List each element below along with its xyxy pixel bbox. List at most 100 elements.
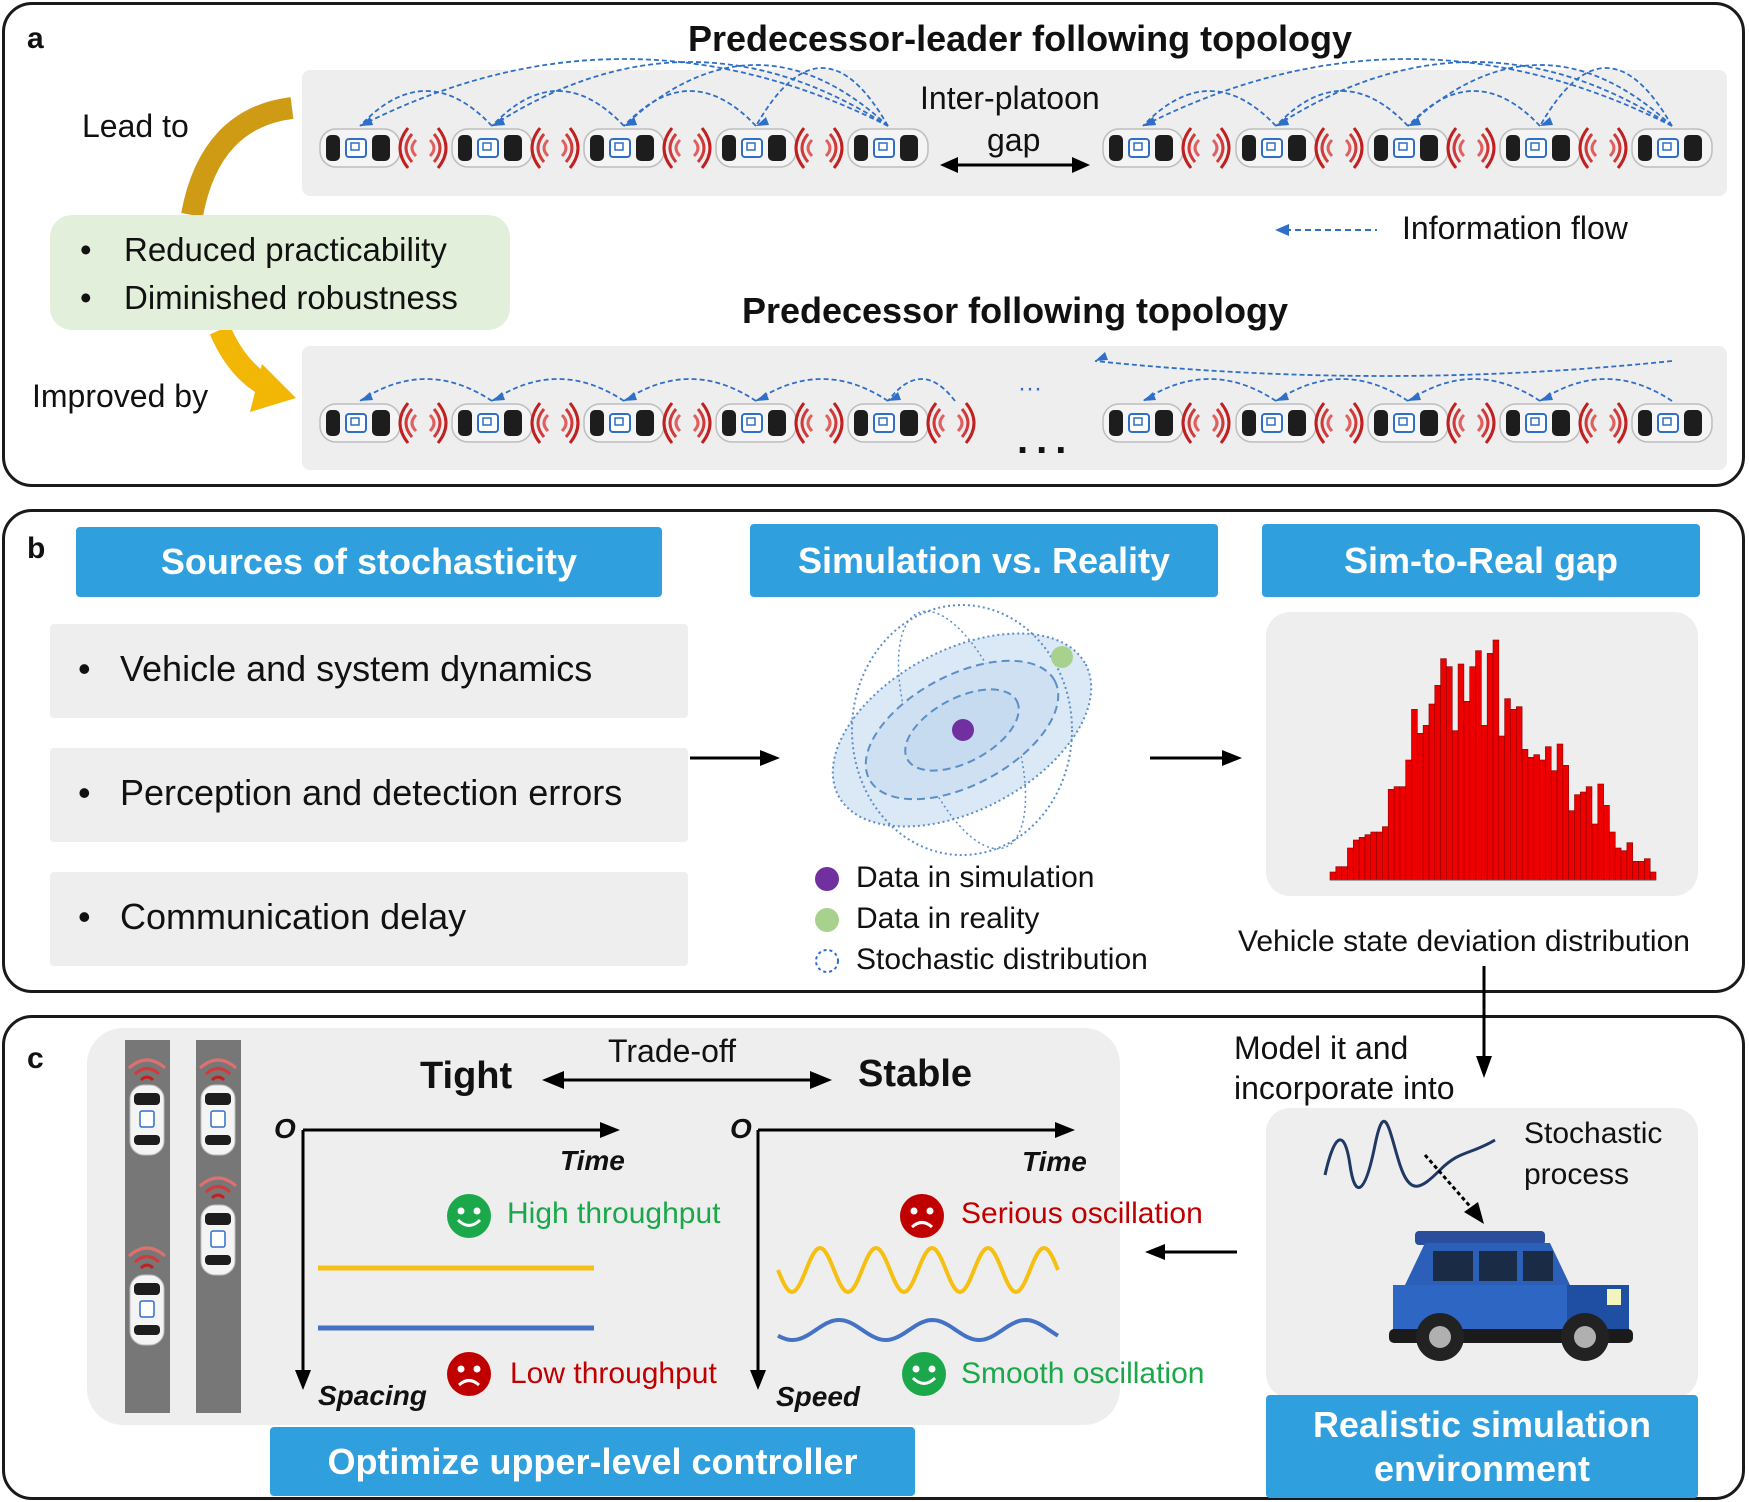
issue-1: •Reduced practicability	[80, 231, 447, 268]
panel-b-label: b	[27, 532, 46, 565]
pf-flow-1-1	[1275, 378, 1409, 402]
histogram-bar-24	[1469, 666, 1476, 881]
bottom-topology-title: Predecessor following topology	[741, 290, 1289, 331]
platoon-car-3-4	[1631, 403, 1713, 443]
histogram-bar-20	[1446, 666, 1453, 881]
source-item-1: •Vehicle and system dynamics	[50, 624, 688, 718]
platoon-car-1-4	[1631, 128, 1713, 168]
high-throughput-label: High throughput	[507, 1197, 721, 1230]
information-flow-legend: Information flow	[1402, 210, 1628, 246]
v2v-signal-3-0	[1181, 402, 1231, 444]
model-it-line1: Model it and	[1234, 1030, 1409, 1066]
legend-distribution: Stochastic distribution	[856, 943, 1148, 976]
spacing-lines	[318, 1265, 594, 1331]
platoon-car-0-2	[583, 128, 665, 168]
platoon-car-0-0	[319, 128, 401, 168]
platoon-car-0-1	[451, 128, 533, 168]
v2v-signal-1-2	[1446, 127, 1496, 169]
realistic-sim-line2: environment	[1373, 1447, 1591, 1489]
source-item-2: •Perception and detection errors	[50, 748, 688, 842]
realistic-sim-box: Realistic simulation environment	[1266, 1395, 1698, 1498]
tradeoff-arrow-icon	[542, 1071, 832, 1089]
lane1-signal-top	[128, 1058, 166, 1082]
v2v-signal-3-3	[1578, 402, 1628, 444]
histogram-bar-7	[1370, 831, 1377, 881]
histogram-caption: Vehicle state deviation distribution	[1238, 925, 1690, 958]
deviation-histogram	[1329, 639, 1657, 881]
pf-flow-right-head	[1094, 352, 1673, 377]
smooth-oscillation-curve	[777, 1317, 1059, 1343]
histogram-bar-27	[1486, 653, 1494, 881]
platoon-car-0-3	[715, 128, 797, 168]
histogram-bar-2	[1341, 866, 1348, 881]
issue-2: •Diminished robustness	[80, 279, 458, 316]
platoon-car-2-1	[451, 403, 533, 443]
histogram-bar-53	[1638, 861, 1645, 881]
histogram-bar-4	[1352, 839, 1360, 881]
histogram-bar-34	[1527, 757, 1535, 881]
gap-label-line1: Inter-platoon	[920, 80, 1100, 116]
histogram-bar-32	[1515, 706, 1523, 881]
smooth-oscillation-label: Smooth oscillation	[961, 1357, 1205, 1390]
histogram-bar-49	[1614, 847, 1622, 881]
histogram-bar-25	[1475, 650, 1482, 881]
issue-1-text: Reduced practicability	[124, 231, 447, 268]
happy-face-icon-right	[902, 1352, 946, 1396]
sim-to-real-header: Sim-to-Real gap	[1262, 524, 1700, 597]
histogram-bar-12	[1399, 786, 1406, 881]
platoon-car-3-0	[1102, 403, 1184, 443]
pf-flow-1-2	[1407, 378, 1541, 402]
histogram-bar-43	[1580, 791, 1587, 881]
histogram-bar-30	[1504, 698, 1511, 881]
histogram-bar-47	[1603, 805, 1610, 881]
v2v-signal-0-2	[662, 127, 712, 169]
stochastic-distribution-diagram	[831, 604, 1093, 856]
v2v-signal-1-1	[1314, 127, 1364, 169]
lane2-signal-top	[199, 1058, 237, 1082]
leader-flow-0-0	[359, 58, 889, 127]
bottom-ellipsis-top: ···	[1018, 375, 1042, 402]
tradeoff-label: Trade-off	[608, 1033, 737, 1069]
legend-sim: Data in simulation	[856, 861, 1095, 894]
inter-platoon-gap-arrow-icon	[940, 157, 1090, 173]
histogram-bar-5	[1358, 837, 1366, 881]
histogram-bar-14	[1411, 709, 1418, 881]
histogram-bar-51	[1626, 842, 1634, 881]
platoon-car-3-1	[1235, 403, 1317, 443]
histogram-bar-39	[1556, 743, 1564, 881]
legend-distribution-icon	[815, 949, 839, 973]
pf-flow-0-0	[359, 378, 493, 402]
histogram-bar-22	[1457, 663, 1465, 881]
v2v-signal-2-2	[662, 402, 712, 444]
histogram-bar-41	[1568, 810, 1575, 881]
histogram-bar-55	[1649, 871, 1657, 881]
leader-flow-0-3	[755, 67, 889, 127]
histogram-bar-44	[1585, 786, 1593, 881]
lane1-car-top	[129, 1084, 165, 1156]
model-it-line2: incorporate into	[1234, 1070, 1455, 1106]
leader-flow-0-1	[491, 61, 889, 127]
pf-flow-0-3	[755, 378, 889, 402]
platoon-car-2-2	[583, 403, 665, 443]
serious-oscillation-label: Serious oscillation	[961, 1197, 1203, 1230]
leader-flow-1-3	[1539, 67, 1673, 127]
stable-label: Stable	[858, 1053, 973, 1095]
issue-2-text: Diminished robustness	[124, 279, 458, 316]
histogram-bar-54	[1644, 858, 1651, 881]
histogram-bar-1	[1335, 866, 1342, 881]
spacing-time-label: Time	[560, 1145, 625, 1176]
platoon-cars-layer	[319, 58, 1713, 444]
blue-car-icon	[1389, 1231, 1633, 1361]
source-item-3: •Communication delay	[50, 872, 688, 966]
histogram-bar-6	[1364, 834, 1372, 881]
histogram-bar-8	[1376, 831, 1383, 881]
histogram-bar-37	[1545, 746, 1552, 881]
platoon-car-2-0	[319, 403, 401, 443]
platoon-car-2-3	[715, 403, 797, 443]
histogram-bar-17	[1428, 703, 1436, 881]
histogram-bar-40	[1562, 765, 1569, 881]
histogram-bar-46	[1597, 783, 1604, 881]
speed-origin: O	[730, 1113, 752, 1144]
sources-header: Sources of stochasticity	[76, 527, 662, 597]
sad-face-icon-right	[900, 1194, 944, 1238]
